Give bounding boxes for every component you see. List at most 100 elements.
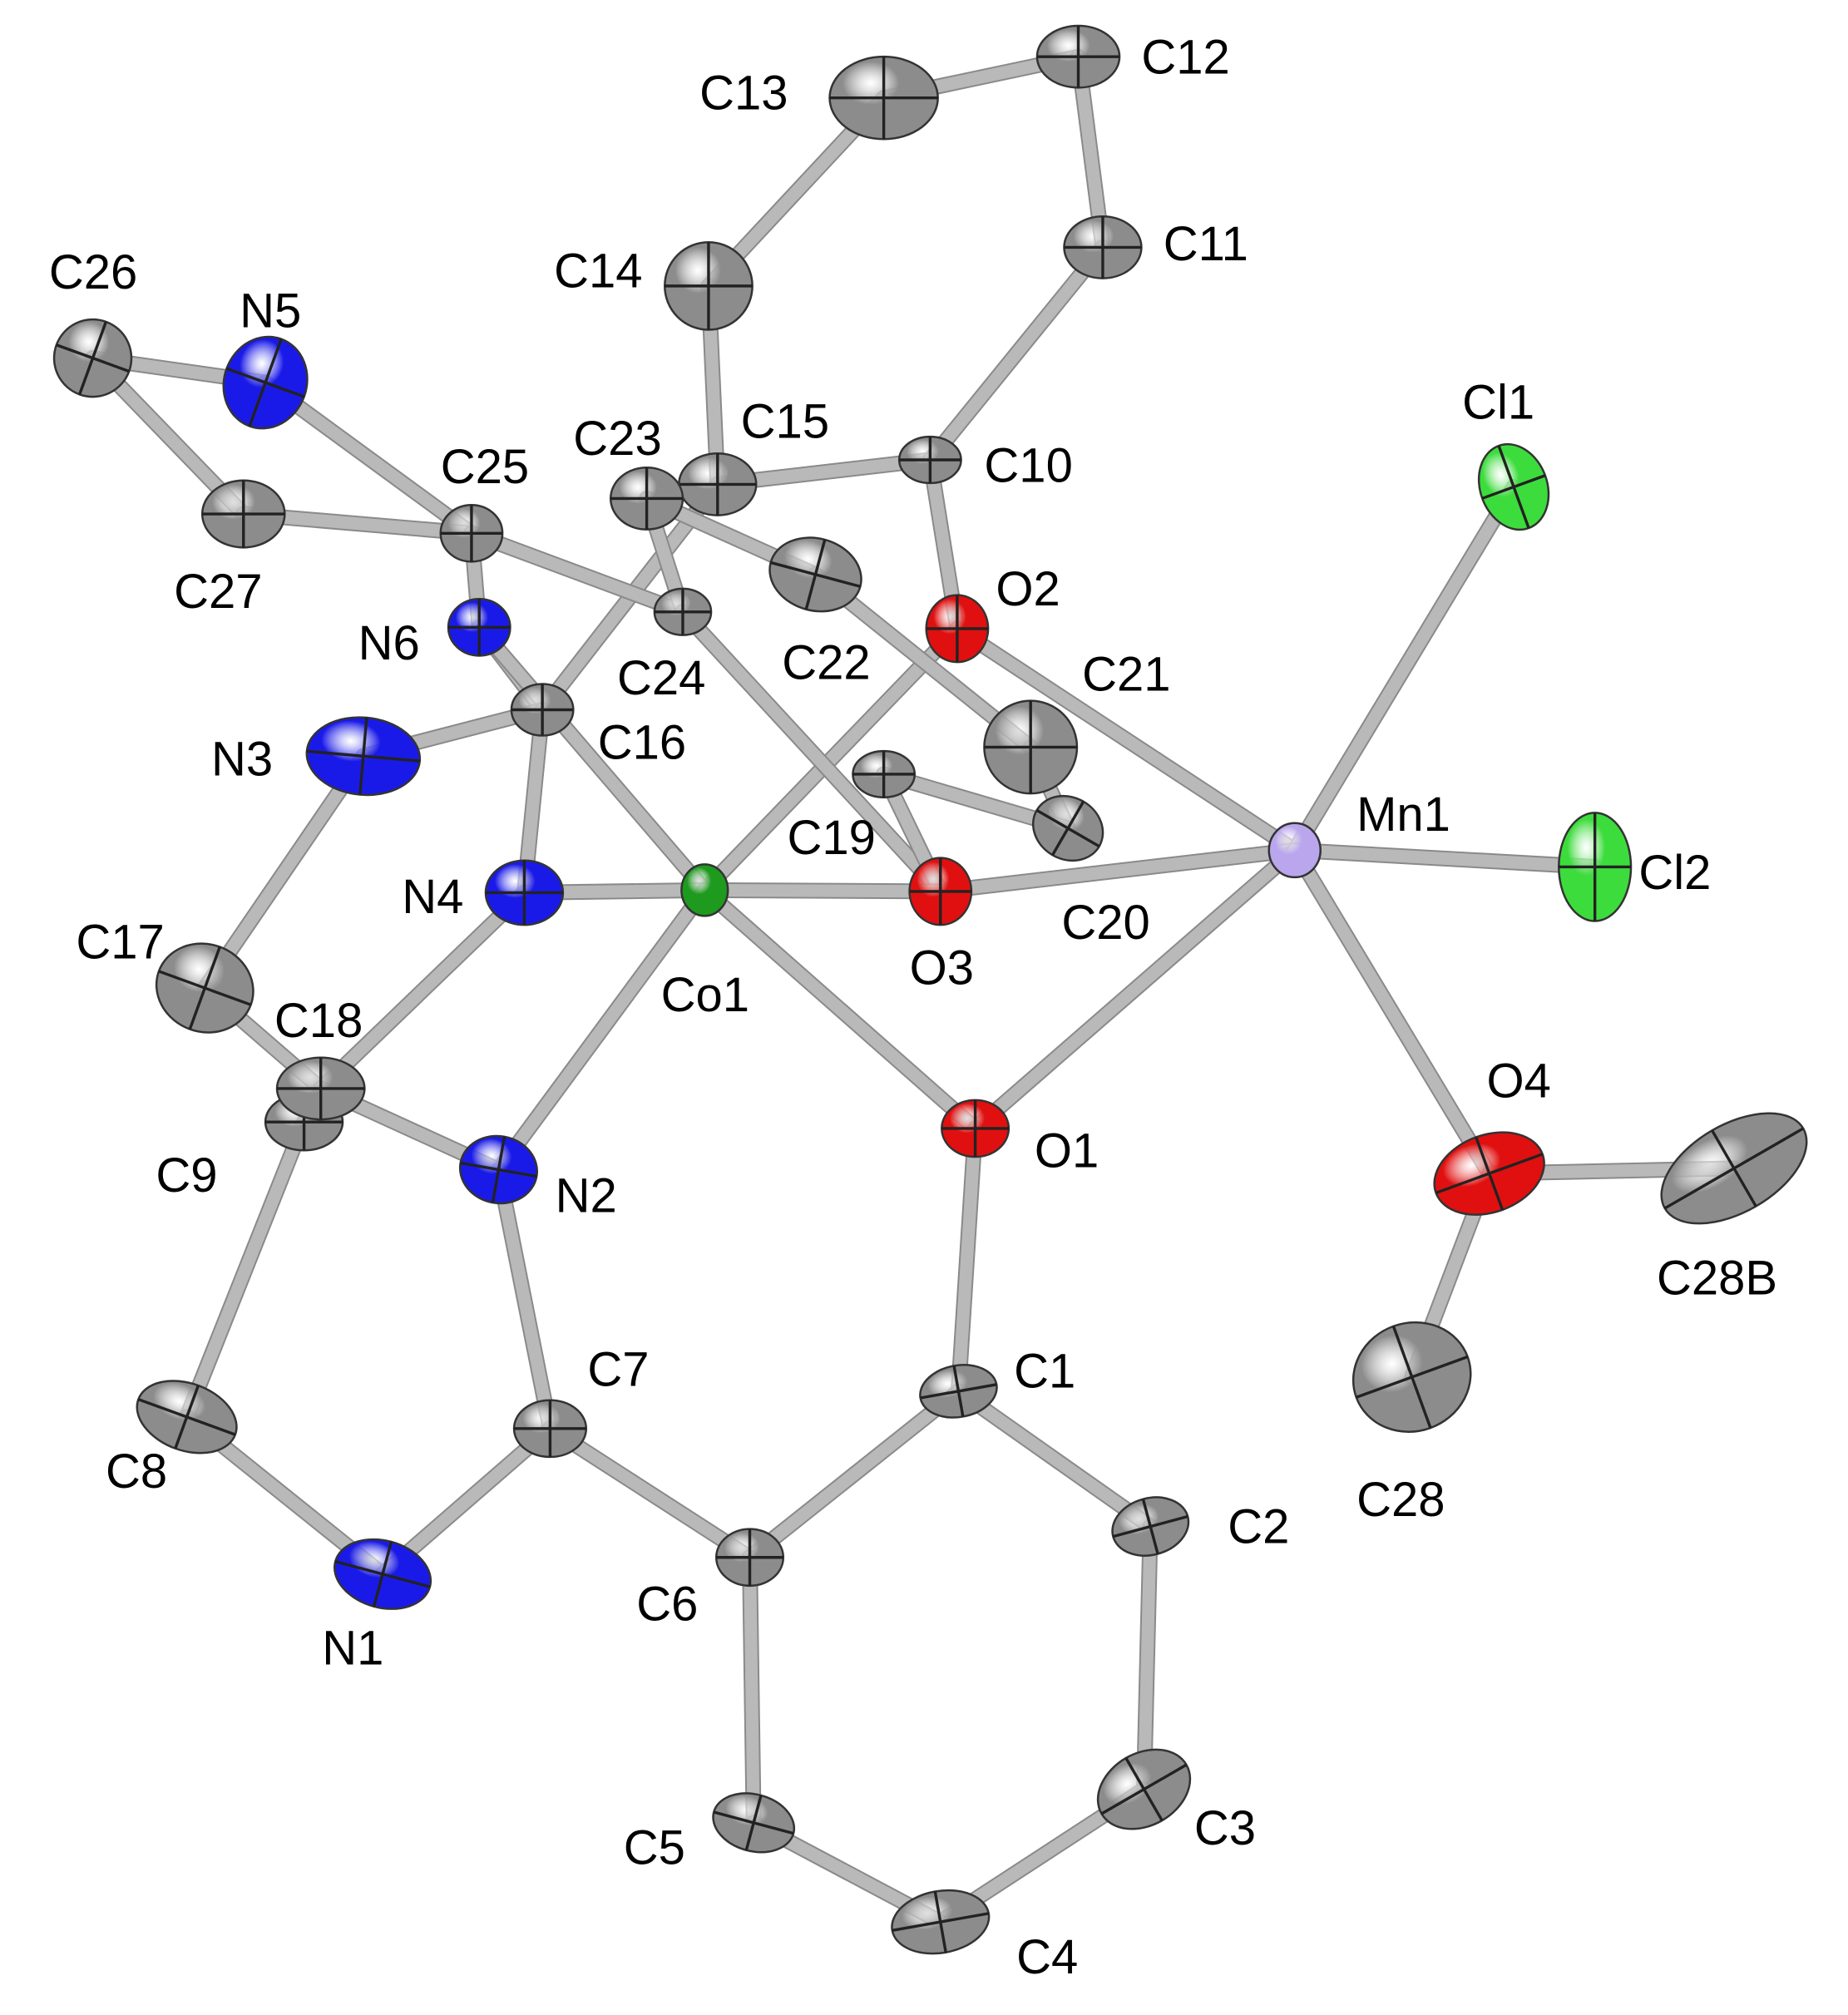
label-C5: C5 bbox=[624, 1820, 685, 1874]
atom-C15 bbox=[678, 452, 758, 516]
label-O2: O2 bbox=[996, 562, 1060, 616]
label-C13: C13 bbox=[699, 67, 788, 121]
atom-O1 bbox=[941, 1099, 1010, 1158]
label-C24: C24 bbox=[617, 651, 705, 705]
atom-Mn1 bbox=[1267, 822, 1322, 879]
label-C16: C16 bbox=[598, 715, 686, 769]
label-O3: O3 bbox=[910, 941, 974, 995]
atom-C21 bbox=[983, 699, 1079, 795]
atom-C18 bbox=[275, 1056, 366, 1121]
labels-layer: Co1Mn1Cl1Cl2O1O2O3O4N1N2N3N4N5N6C1C2C3C4… bbox=[49, 30, 1777, 1984]
atom-Cl2 bbox=[1558, 812, 1633, 922]
bond-C7-C6 bbox=[543, 1422, 757, 1564]
atom-C25 bbox=[439, 503, 504, 563]
label-C15: C15 bbox=[741, 395, 829, 449]
atom-C5-axis-b bbox=[744, 1795, 763, 1851]
bond-Mn1-O1 bbox=[969, 843, 1302, 1135]
label-C25: C25 bbox=[441, 440, 529, 494]
label-Cl2: Cl2 bbox=[1638, 846, 1711, 900]
bond-Co1-O3 bbox=[698, 883, 947, 898]
label-Co1: Co1 bbox=[661, 968, 749, 1022]
atom-C8 bbox=[136, 1380, 238, 1454]
label-C1: C1 bbox=[1014, 1344, 1075, 1398]
label-N3: N3 bbox=[211, 732, 273, 786]
label-N4: N4 bbox=[402, 870, 463, 924]
label-C10: C10 bbox=[984, 438, 1072, 492]
label-C28B: C28B bbox=[1657, 1252, 1777, 1306]
bond-C1-O1 bbox=[951, 1122, 982, 1398]
atom-N5-axis-b bbox=[248, 338, 283, 427]
bond-Mn1-O3 bbox=[934, 843, 1302, 898]
atom-N1-axis-b bbox=[372, 1541, 393, 1608]
atom-N4 bbox=[484, 859, 565, 926]
label-C18: C18 bbox=[274, 994, 363, 1048]
atom-Cl1-axis-b bbox=[1497, 445, 1530, 529]
bond-C24-O3 bbox=[676, 605, 947, 898]
bond-C9-C8 bbox=[180, 1115, 311, 1424]
atom-C28B-axis-b bbox=[1711, 1129, 1757, 1208]
label-Cl1: Cl1 bbox=[1462, 375, 1534, 429]
atom-N1 bbox=[333, 1538, 432, 1610]
atom-C17-axis-b bbox=[188, 946, 221, 1030]
bond-O2-Mn1 bbox=[951, 622, 1302, 857]
atom-C4-axis-b bbox=[933, 1891, 947, 1953]
atom-C26 bbox=[52, 318, 133, 398]
label-C7: C7 bbox=[587, 1343, 649, 1397]
atom-C28B bbox=[1660, 1112, 1808, 1225]
atom-C19 bbox=[852, 749, 917, 799]
bond-C7-N2 bbox=[492, 1163, 556, 1435]
atom-C4 bbox=[891, 1889, 991, 1955]
bond-C6-C1 bbox=[744, 1385, 965, 1564]
label-C22: C22 bbox=[782, 635, 870, 689]
atom-O3 bbox=[908, 857, 973, 926]
label-C11: C11 bbox=[1164, 217, 1248, 271]
label-O1: O1 bbox=[1035, 1124, 1099, 1178]
atom-C22 bbox=[768, 536, 862, 613]
label-C14: C14 bbox=[554, 244, 642, 298]
atom-N3-axis-b bbox=[358, 717, 368, 795]
atom-N6 bbox=[447, 598, 511, 657]
label-C27: C27 bbox=[174, 565, 262, 619]
atom-N3 bbox=[305, 716, 422, 797]
atom-O4 bbox=[1433, 1131, 1545, 1216]
atom-C16 bbox=[510, 683, 575, 737]
label-N5: N5 bbox=[240, 284, 301, 338]
atom-C8-axis-b bbox=[174, 1385, 200, 1450]
atom-C6 bbox=[714, 1528, 785, 1588]
bond-C25-C24 bbox=[465, 526, 689, 619]
atom-C1 bbox=[919, 1364, 998, 1419]
label-N2: N2 bbox=[556, 1169, 617, 1223]
bond-C2-C3 bbox=[1138, 1520, 1157, 1796]
label-Mn1: Mn1 bbox=[1356, 788, 1450, 842]
label-C8: C8 bbox=[106, 1445, 167, 1499]
atom-C5 bbox=[712, 1792, 796, 1854]
label-C4: C4 bbox=[1016, 1930, 1078, 1984]
label-C28: C28 bbox=[1356, 1473, 1445, 1527]
atoms-layer bbox=[52, 24, 1808, 1955]
atom-C11 bbox=[1063, 215, 1143, 279]
label-C2: C2 bbox=[1228, 1500, 1289, 1554]
label-N1: N1 bbox=[322, 1621, 383, 1675]
atom-C2-axis-b bbox=[1141, 1499, 1159, 1554]
atom-C20 bbox=[1031, 794, 1104, 862]
bond-C6-C5 bbox=[744, 1551, 760, 1830]
atom-C28 bbox=[1351, 1321, 1472, 1433]
bond-Mn1-Cl2 bbox=[1288, 843, 1602, 873]
bond-Co1-O1 bbox=[698, 883, 982, 1135]
atom-N2 bbox=[458, 1134, 539, 1205]
bond-Mn1-O4 bbox=[1288, 843, 1496, 1180]
atom-C22-axis-b bbox=[804, 539, 827, 610]
bond-N3-C17 bbox=[198, 749, 370, 995]
atom-O4-axis-b bbox=[1475, 1136, 1505, 1211]
label-C3: C3 bbox=[1194, 1801, 1256, 1855]
atom-C26-axis-b bbox=[78, 321, 108, 395]
bond-C1-C2 bbox=[951, 1385, 1157, 1533]
atom-C10 bbox=[897, 435, 962, 485]
bond-Co1-N2 bbox=[492, 883, 711, 1176]
label-C6: C6 bbox=[636, 1578, 698, 1632]
atom-Cl1 bbox=[1477, 442, 1550, 531]
label-C21: C21 bbox=[1082, 647, 1170, 701]
atom-C24 bbox=[653, 587, 713, 636]
atom-C3 bbox=[1096, 1748, 1192, 1830]
